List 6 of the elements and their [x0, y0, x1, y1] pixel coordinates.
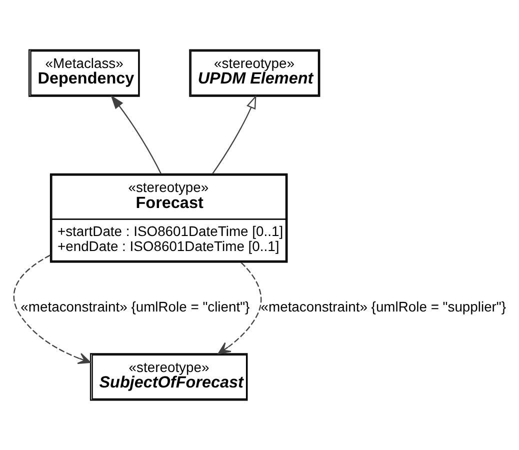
arrow	[212, 94, 256, 174]
arrow	[12, 254, 90, 364]
arrow	[110, 95, 161, 174]
edge-label: «metaconstraint» {umlRole = "client"}	[20, 298, 250, 315]
arrow	[217, 262, 262, 354]
edge-label: «metaconstraint» {umlRole = "supplier"}	[260, 298, 506, 315]
